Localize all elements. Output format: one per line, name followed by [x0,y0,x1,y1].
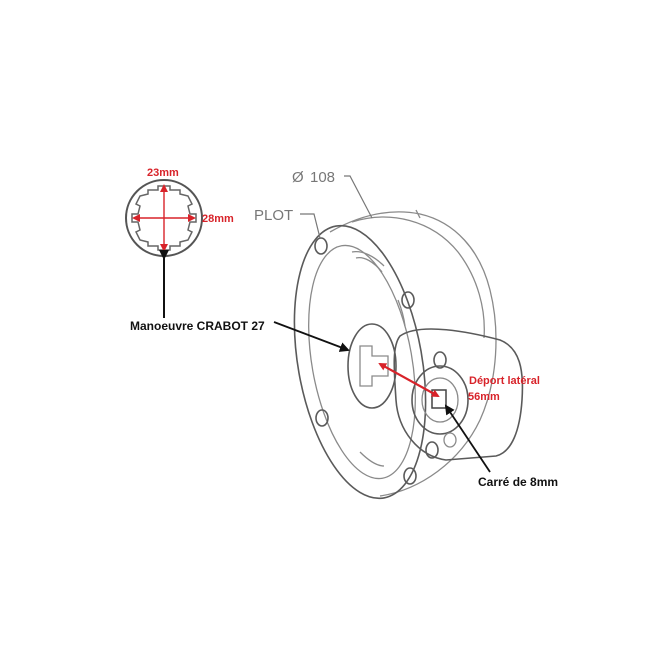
diameter-symbol: Ø [292,169,304,186]
plot-studs [314,237,447,485]
leaders [273,175,491,473]
gear-body [293,209,524,500]
deport-label-line2: 56mm [468,391,500,403]
plot-label: PLOT [254,207,293,224]
deport-label-line1: Déport latéral [469,375,540,387]
large-diameter-label: 28mm [202,213,234,225]
gear-back-casing [329,211,497,497]
small-diameter-label: 23mm [147,167,179,179]
lateral-offset-arrow [378,363,440,397]
output-housing [393,328,524,461]
carre-label: Carré de 8mm [478,475,558,489]
front-flange [293,224,427,500]
crabot-section [125,179,203,318]
crabot-bore [347,323,397,409]
diameter-value: 108 [310,169,335,186]
crabot-label: Manoeuvre CRABOT 27 [130,319,265,333]
